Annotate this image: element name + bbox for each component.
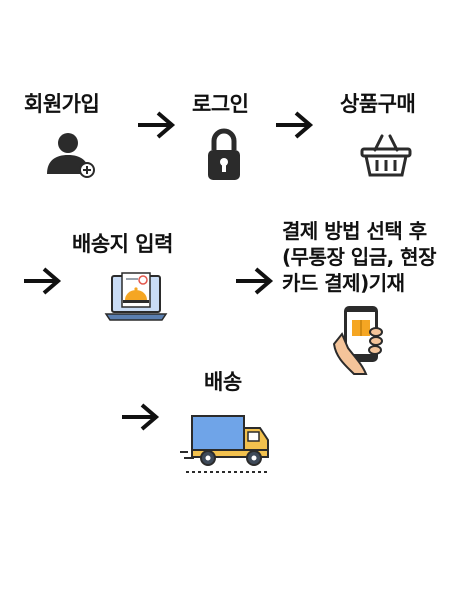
step-label-payment: 결제 방법 선택 후 (무통장 입금, 현장 카드 결제)기재 [282, 219, 436, 295]
padlock-icon [208, 128, 240, 180]
arrow-right-icon [24, 267, 62, 295]
mobile-payment-icon [332, 306, 383, 375]
step-label-delivery: 배송 [204, 370, 242, 394]
arrow-right-icon [276, 111, 314, 139]
step-label-purchase: 상품구매 [340, 92, 416, 116]
arrow-right-icon [236, 267, 274, 295]
arrow-right-icon [122, 403, 160, 431]
shopping-basket-icon [360, 134, 412, 177]
step-label-signup: 회원가입 [24, 92, 100, 116]
laptop-order-icon [104, 272, 168, 321]
add-user-icon [47, 133, 95, 178]
step-label-login: 로그인 [192, 92, 249, 116]
arrow-right-icon [138, 111, 176, 139]
step-label-address: 배송지 입력 [72, 232, 173, 256]
delivery-truck-icon [180, 415, 270, 473]
